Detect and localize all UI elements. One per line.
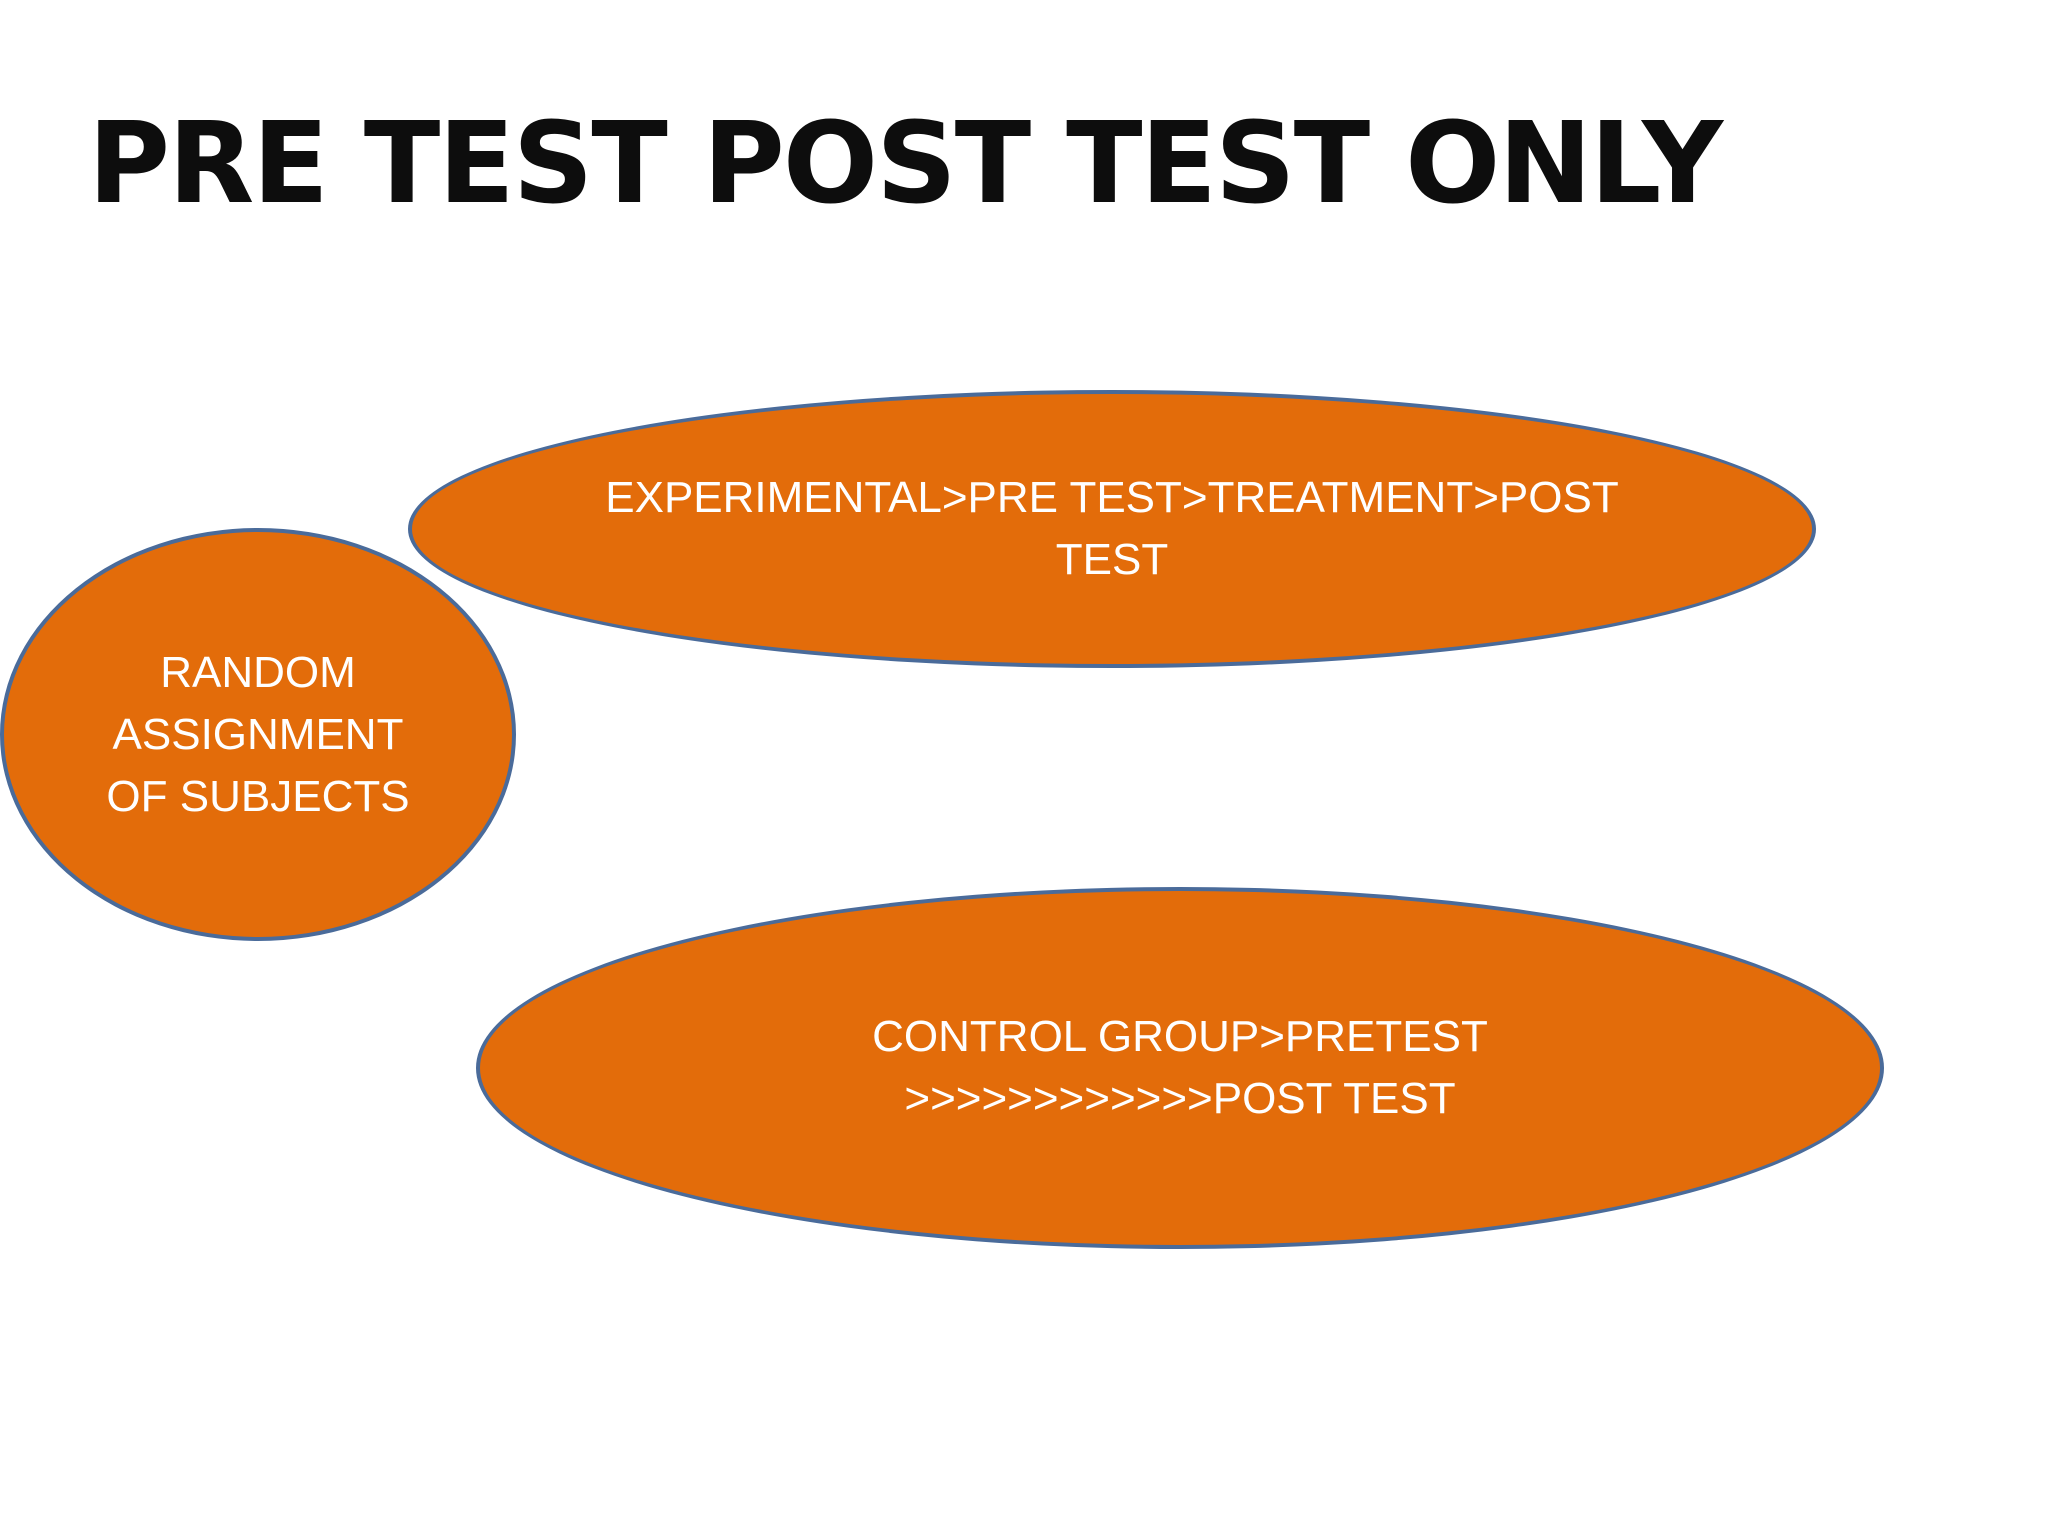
experimental-group-line-1: EXPERIMENTAL>PRE TEST>TREATMENT>POST (605, 473, 1619, 522)
experimental-group-text: EXPERIMENTAL>PRE TEST>TREATMENT>POST TES… (605, 467, 1618, 591)
random-assignment-line-1: RANDOM (160, 647, 356, 697)
random-assignment-line-3: OF SUBJECTS (106, 771, 410, 821)
experimental-group-line-2: TEST (1055, 535, 1169, 584)
control-group-text: CONTROL GROUP>PRETEST >>>>>>>>>>>>POST T… (872, 1006, 1488, 1130)
random-assignment-text: RANDOM ASSIGNMENT OF SUBJECTS (106, 642, 409, 828)
control-group-line-2: >>>>>>>>>>>>POST TEST (904, 1074, 1456, 1123)
random-assignment-ellipse: RANDOM ASSIGNMENT OF SUBJECTS (0, 528, 516, 941)
slide-title: PRE TEST POST TEST ONLY (88, 99, 1723, 229)
control-group-line-1: CONTROL GROUP>PRETEST (872, 1012, 1488, 1061)
random-assignment-line-2: ASSIGNMENT (112, 709, 404, 759)
control-group-ellipse: CONTROL GROUP>PRETEST >>>>>>>>>>>>POST T… (476, 887, 1884, 1249)
experimental-group-ellipse: EXPERIMENTAL>PRE TEST>TREATMENT>POST TES… (408, 390, 1816, 668)
